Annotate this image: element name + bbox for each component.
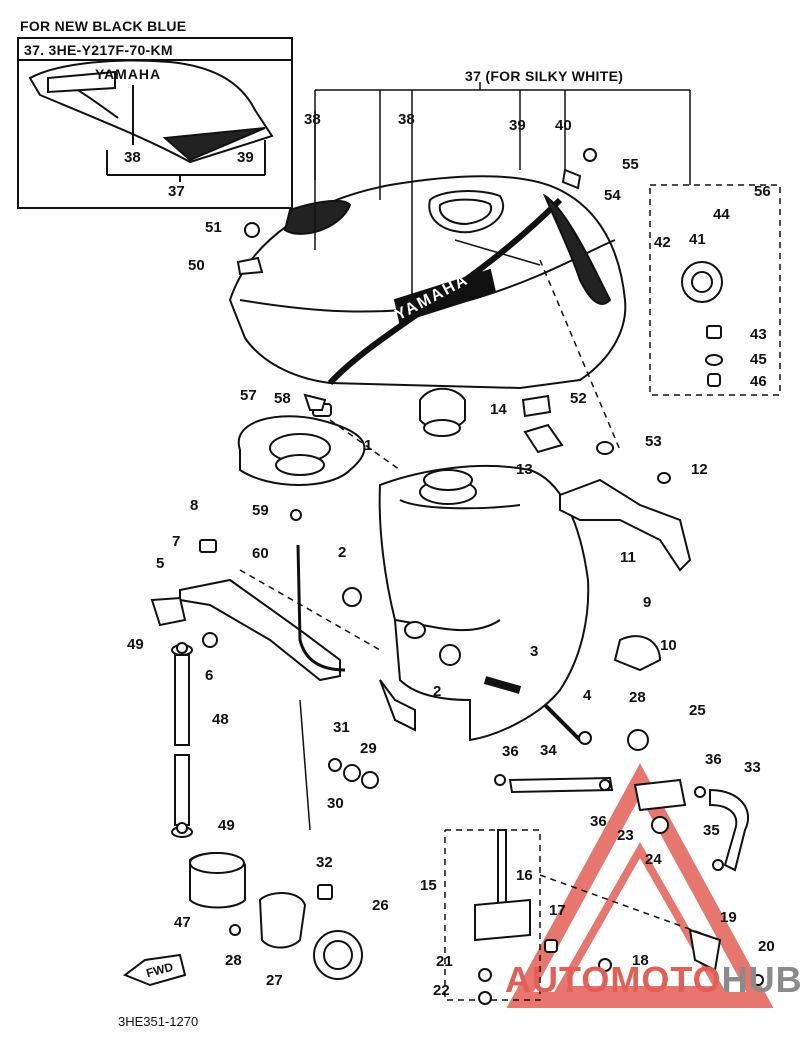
callout-52: 52 <box>570 390 587 407</box>
inset-tank-panel <box>28 59 274 182</box>
callout-2-lower: 2 <box>433 683 442 700</box>
callout-20: 20 <box>758 938 775 955</box>
callout-43: 43 <box>750 326 767 343</box>
callout-36-right: 36 <box>705 751 722 768</box>
callout-32: 32 <box>316 854 333 871</box>
variant-part-number: 37. 3HE-Y217F-70-KM <box>24 42 173 58</box>
callout-19: 19 <box>720 909 737 926</box>
callout-59: 59 <box>252 502 269 519</box>
callout-3: 3 <box>530 643 539 660</box>
hose-48 <box>171 644 193 838</box>
callout-18: 18 <box>632 952 649 969</box>
callout-15: 15 <box>420 877 437 894</box>
callout-28-right: 28 <box>629 689 646 706</box>
callout-51: 51 <box>205 219 222 236</box>
fasteners <box>176 148 764 1005</box>
callout-2-upper: 2 <box>338 544 347 561</box>
fuel-tank-body <box>378 465 590 742</box>
callout-58: 58 <box>274 390 291 407</box>
callout-56: 56 <box>754 183 771 200</box>
callout-53: 53 <box>645 433 662 450</box>
callout-57: 57 <box>240 387 257 404</box>
callout-55: 55 <box>622 156 639 173</box>
inset-box <box>17 37 293 209</box>
callout-35: 35 <box>703 822 720 839</box>
fwd-arrow-shape <box>122 953 187 987</box>
callout-34: 34 <box>540 742 557 759</box>
watermark-triangle <box>506 763 774 1008</box>
variant-title: FOR NEW BLACK BLUE <box>20 18 187 34</box>
callout-39: 39 <box>509 117 526 134</box>
callout-5: 5 <box>156 555 165 572</box>
callout-37-inset: 37 <box>168 183 185 200</box>
callout-21: 21 <box>436 953 453 970</box>
callout-30: 30 <box>327 795 344 812</box>
callout-9: 9 <box>643 594 652 611</box>
callout-38-mid: 38 <box>398 111 415 128</box>
callout-36-left: 36 <box>502 743 519 760</box>
callout-49-upper: 49 <box>127 636 144 653</box>
callout-26: 26 <box>372 897 389 914</box>
callout-45: 45 <box>750 351 767 368</box>
callout-50: 50 <box>188 257 205 274</box>
callout-14: 14 <box>490 401 507 418</box>
callout-40: 40 <box>555 117 572 134</box>
callout-6: 6 <box>205 667 214 684</box>
callout-8: 8 <box>190 497 199 514</box>
callout-39-inset: 39 <box>237 149 254 166</box>
fuel-cap-parts <box>237 387 552 486</box>
callout-46: 46 <box>750 373 767 390</box>
callout-17: 17 <box>549 902 566 919</box>
callout-16: 16 <box>516 867 533 884</box>
callout-60: 60 <box>252 545 269 562</box>
left-bracket <box>150 539 346 682</box>
callout-42: 42 <box>654 234 671 251</box>
callout-33: 33 <box>744 759 761 776</box>
fuel-cock-assembly <box>474 635 750 942</box>
callout-7: 7 <box>172 533 181 550</box>
callout-47: 47 <box>174 914 191 931</box>
fuel-pump-parts <box>189 852 363 980</box>
callout-49-lower: 49 <box>218 817 235 834</box>
callout-36-mid: 36 <box>590 813 607 830</box>
callout-29: 29 <box>360 740 377 757</box>
callout-48: 48 <box>212 711 229 728</box>
drawing-code: 3HE351-1270 <box>118 1014 199 1029</box>
callout-38-inset: 38 <box>124 149 141 166</box>
callout-1: 1 <box>364 437 373 454</box>
callout-27: 27 <box>266 972 283 989</box>
callout-24: 24 <box>645 851 662 868</box>
callout-44: 44 <box>713 206 730 223</box>
callout-22: 22 <box>433 982 450 999</box>
callout-11: 11 <box>620 549 636 566</box>
alt-variant-label: 37 (FOR SILKY WHITE) <box>465 68 624 84</box>
callout-10: 10 <box>660 637 677 654</box>
callout-12: 12 <box>691 461 708 478</box>
callout-25: 25 <box>689 702 706 719</box>
callout-31: 31 <box>333 719 350 736</box>
callout-28-left: 28 <box>225 952 242 969</box>
inset-decal-logo: YAMAHA <box>95 66 162 82</box>
rear-brackets <box>523 423 692 572</box>
callout-4: 4 <box>583 687 592 704</box>
callout-54: 54 <box>604 187 621 204</box>
callout-41: 41 <box>689 231 706 248</box>
callout-38-left: 38 <box>304 111 321 128</box>
callout-13: 13 <box>516 461 533 478</box>
callout-23: 23 <box>617 827 634 844</box>
leader-lines <box>299 82 691 831</box>
tank-cover <box>228 175 627 390</box>
watermark-part1: AUTOMOTO <box>505 959 722 1000</box>
watermark-part2: HUB <box>721 959 800 1000</box>
watermark-text: AUTOMOTOHUB <box>505 960 800 1000</box>
